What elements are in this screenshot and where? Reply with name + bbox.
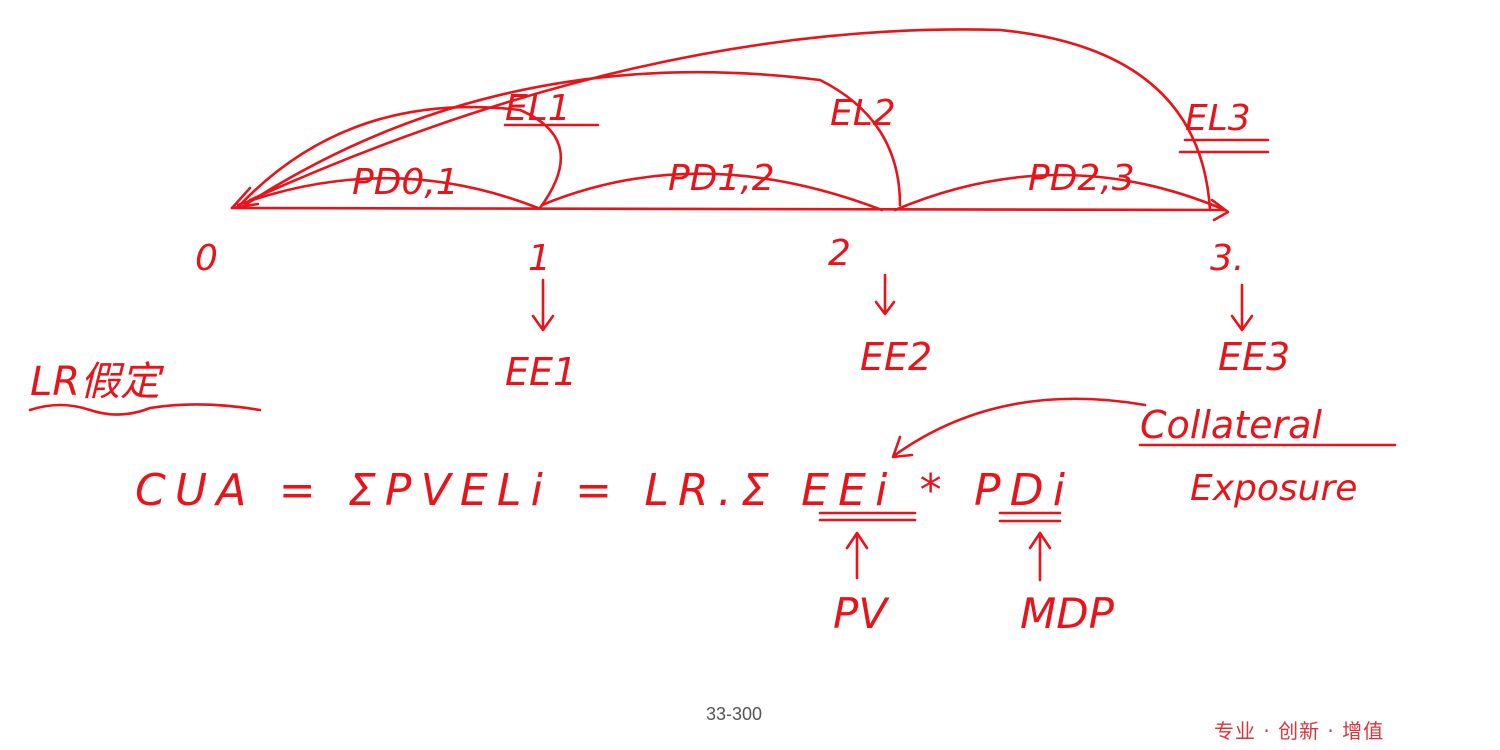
arc-el2 xyxy=(243,70,902,207)
point-0: 0 xyxy=(195,238,218,279)
arrow-down-3 xyxy=(1230,283,1254,332)
arrow-up-mdp xyxy=(1028,531,1052,582)
eei-underline xyxy=(818,511,917,522)
el3-underline xyxy=(1178,138,1270,154)
page-number: 33-300 xyxy=(706,704,763,724)
label-pd01: PD0,1 xyxy=(352,162,459,203)
label-pv: PV xyxy=(833,589,890,638)
point-2: 2 xyxy=(828,233,851,274)
arc-el1 xyxy=(238,105,563,210)
point-3: 3. xyxy=(1210,238,1244,279)
arc-pd01 xyxy=(236,176,540,210)
label-pd23: PD2,3 xyxy=(1028,158,1135,199)
point-1: 1 xyxy=(528,238,551,279)
label-el3: EL3 xyxy=(1185,98,1251,139)
label-ee3: EE3 xyxy=(1218,335,1290,379)
arrow-up-pv xyxy=(845,531,869,580)
timeline-axis xyxy=(230,206,1227,212)
note-underline xyxy=(28,403,262,416)
note-lr-assumption: LR假定 xyxy=(30,359,164,405)
label-el1: EL1 xyxy=(505,88,571,129)
label-exposure: Exposure xyxy=(1190,468,1357,509)
arc-pd23 xyxy=(893,173,1227,212)
label-collateral: Collateral xyxy=(1140,403,1322,447)
arc-el3 xyxy=(248,28,1212,212)
label-pd12: PD1,2 xyxy=(668,158,775,199)
arrow-down-2 xyxy=(874,273,896,316)
pdi-underline xyxy=(998,511,1062,523)
slogan-logo: 专业 · 创新 · 增值 xyxy=(1214,719,1385,743)
arrow-down-1 xyxy=(531,278,555,332)
label-mdp: MDP xyxy=(1020,589,1115,638)
label-el2: EL2 xyxy=(830,93,896,134)
formula-cua: CUA = ΣPVELi = LR.Σ EEi * PDi xyxy=(135,465,1066,516)
arrowhead-zero xyxy=(230,186,260,210)
label-ee1: EE1 xyxy=(505,350,577,394)
arrow-collateral xyxy=(891,397,1147,459)
arc-pd12 xyxy=(540,172,884,212)
axis-arrowhead xyxy=(1210,198,1230,222)
label-ee2: EE2 xyxy=(860,335,932,379)
